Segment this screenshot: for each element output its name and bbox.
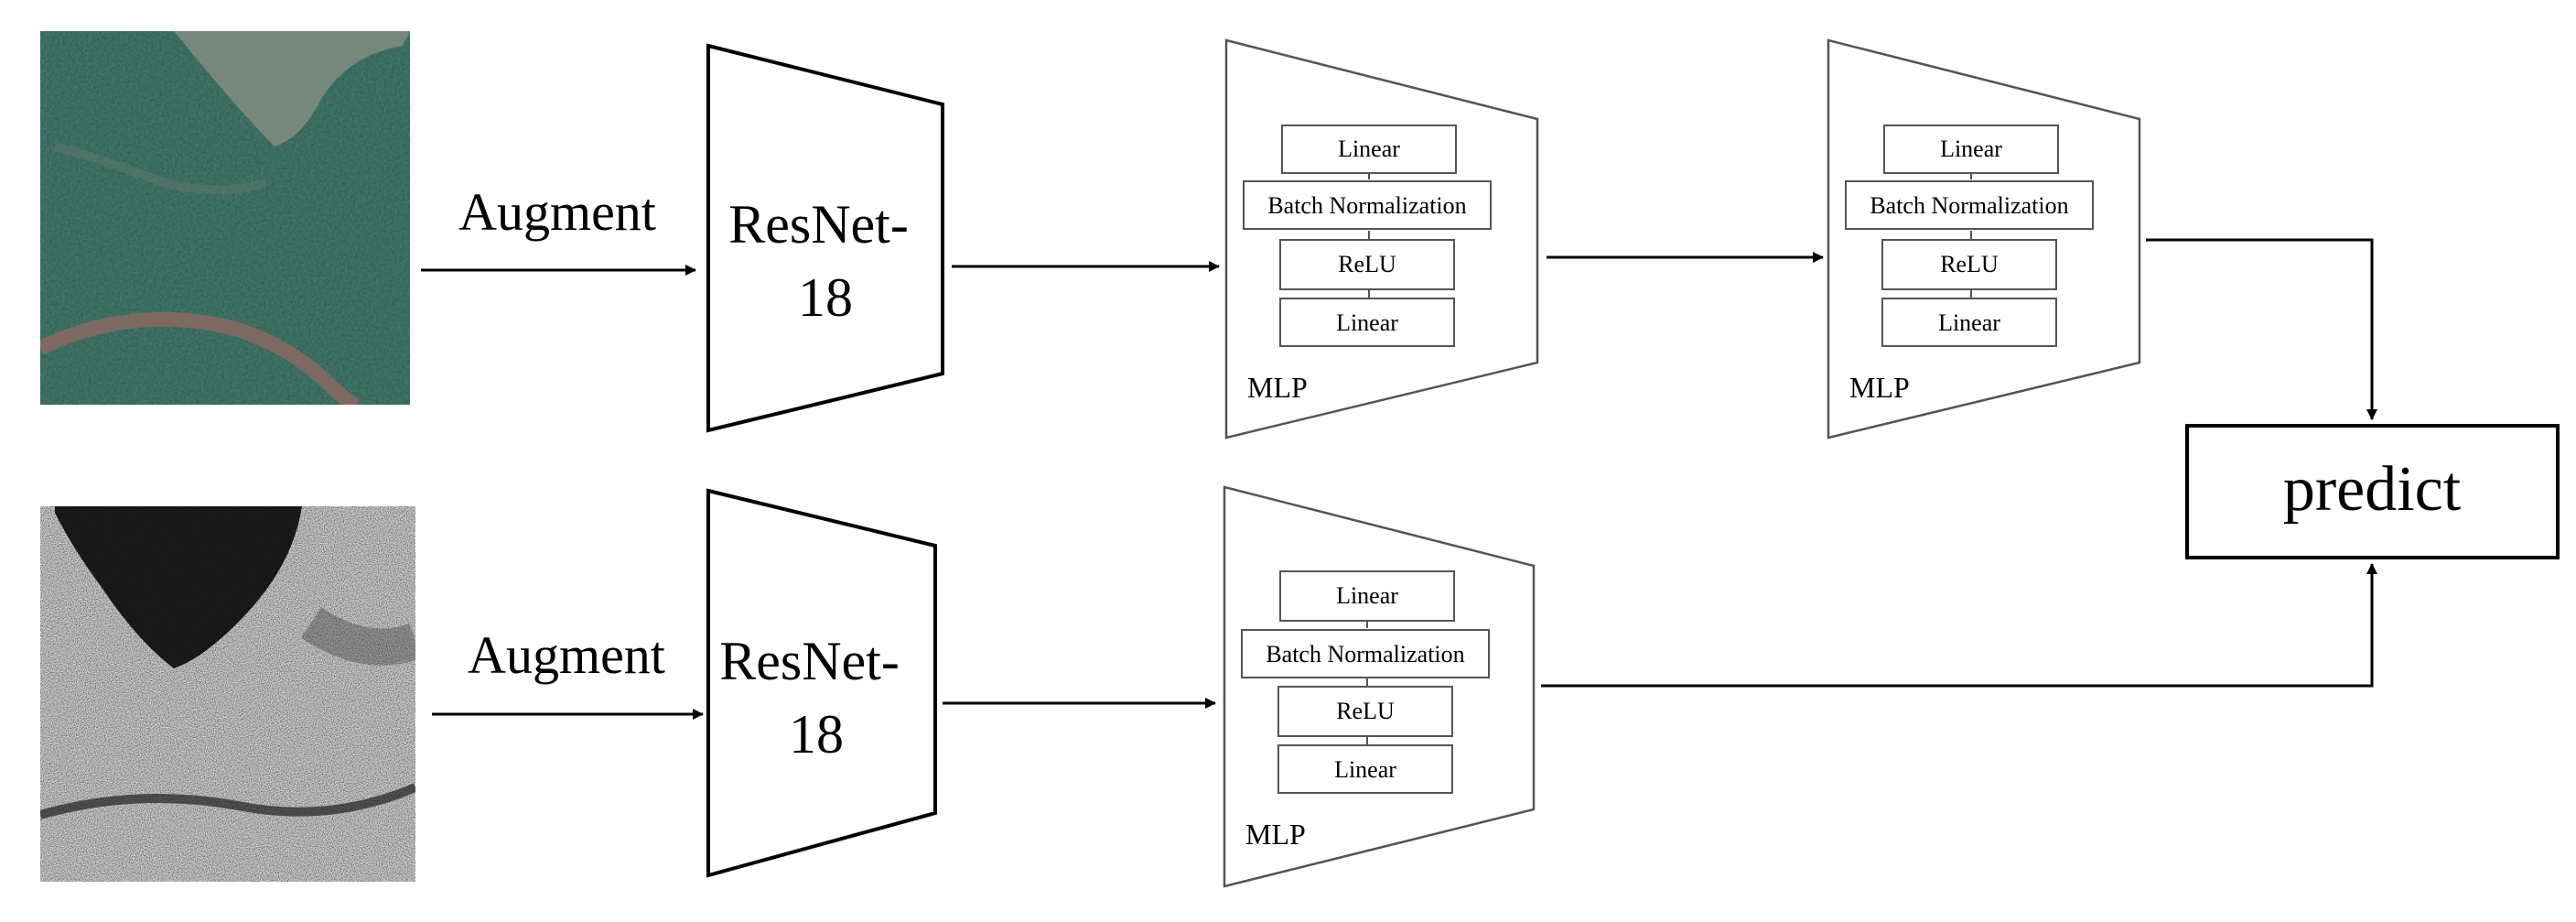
arrow-mlp2-to-predict: [2146, 238, 2377, 420]
resnet-label-top-line1: ResNet-: [728, 194, 909, 255]
mlp-top-2-layer-linear-1: [1883, 125, 2059, 174]
mlp-top-1-label: MLP: [1247, 371, 1308, 404]
mlp-top-2-layer-relu: [1881, 239, 2057, 290]
mlp-top-1-layer-linear-2: [1279, 298, 1455, 347]
resnet-label-top-line2: 18: [798, 267, 853, 328]
predict-box: [2185, 424, 2560, 559]
mlp-top-1-layer-relu-label: ReLU: [1338, 251, 1396, 277]
resnet-label-bottom: ResNet- 18: [719, 631, 913, 765]
mlp-top-2-layer-linear-1-label: Linear: [1940, 136, 2002, 162]
mlp-top-2-layer-linear-2-label: Linear: [1938, 309, 2000, 336]
mlp-bottom-1-layer-linear-1: [1279, 570, 1455, 622]
mlp-bottom-1-layer-linear-1-label: Linear: [1336, 582, 1398, 609]
mlp-top-1: Linear Batch Normalization ReLU Linear M…: [1224, 38, 1539, 439]
resnet-encoder-bottom: [706, 488, 937, 878]
mlp-bottom-1-layer-linear-2-label: Linear: [1334, 756, 1396, 783]
mlp-top-2: Linear Batch Normalization ReLU Linear M…: [1827, 38, 2141, 439]
resnet-label-bottom-line1: ResNet-: [719, 631, 900, 691]
mlp-bottom-1-layer-relu-label: ReLU: [1336, 698, 1395, 724]
mlp-bottom-1-layer-linear-2: [1277, 744, 1453, 794]
mlp-bottom-1: Linear Batch Normalization ReLU Linear M…: [1223, 485, 1536, 888]
resnet-label-top: ResNet- 18: [728, 194, 922, 328]
mlp-top-1-layer-batchnorm: [1243, 180, 1492, 230]
arrow-mlp-bottom-to-predict: [1541, 563, 2377, 688]
predict-label: predict: [2283, 454, 2462, 525]
optical-satellite-image: [40, 31, 410, 405]
mlp-top-1-layer-batchnorm-label: Batch Normalization: [1267, 192, 1466, 219]
mlp-top-1-layer-linear-2-label: Linear: [1336, 309, 1398, 336]
sar-image: [40, 506, 415, 882]
mlp-top-2-layer-batchnorm: [1845, 180, 2094, 230]
mlp-top-1-layer-linear-1: [1281, 125, 1457, 174]
mlp-bottom-1-layer-batchnorm-label: Batch Normalization: [1266, 641, 1464, 667]
mlp-top-2-layer-batchnorm-label: Batch Normalization: [1870, 192, 2068, 219]
augment-label-top: Augment: [458, 182, 656, 242]
mlp-top-2-layer-relu-label: ReLU: [1940, 251, 1999, 277]
mlp-top-1-layer-linear-1-label: Linear: [1338, 136, 1400, 162]
mlp-bottom-1-label: MLP: [1245, 818, 1306, 851]
mlp-bottom-1-layer-batchnorm: [1241, 629, 1490, 678]
mlp-top-2-layer-linear-2: [1881, 298, 2057, 347]
resnet-label-bottom-line2: 18: [789, 704, 844, 765]
mlp-bottom-1-layer-relu: [1277, 686, 1453, 737]
mlp-top-2-label: MLP: [1849, 371, 1910, 404]
resnet-encoder-top: [706, 43, 944, 433]
augment-label-bottom: Augment: [468, 625, 665, 685]
mlp-top-1-layer-relu: [1279, 239, 1455, 290]
